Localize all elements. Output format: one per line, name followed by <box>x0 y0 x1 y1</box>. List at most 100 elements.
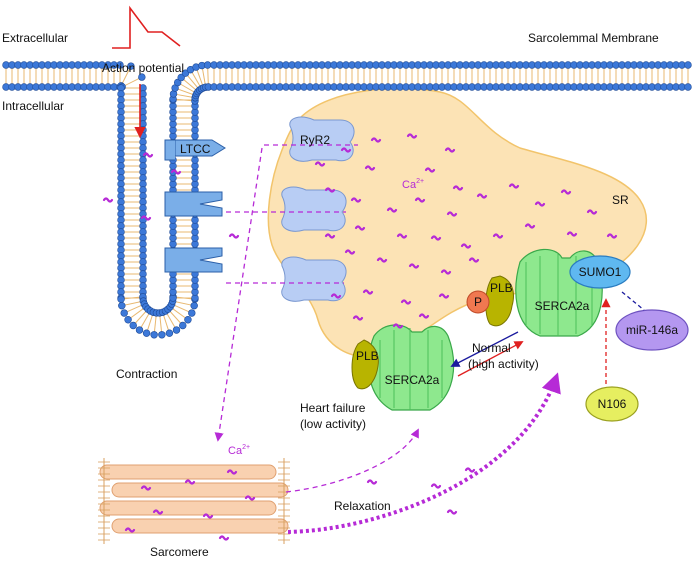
hf-to-normal-arrow <box>457 341 524 377</box>
lipid-tail <box>207 67 209 85</box>
calcium-ion <box>344 249 356 255</box>
sarcomere-filament <box>111 482 289 498</box>
calcium-ion <box>244 495 256 501</box>
calcium-ion <box>444 147 456 153</box>
calcium-ion <box>492 233 504 239</box>
calcium-ion <box>396 233 408 239</box>
action-potential-label: Action potential <box>102 61 184 75</box>
lipid-tail <box>175 98 193 102</box>
sumo1-protein <box>569 255 631 289</box>
lipid-head <box>120 309 128 317</box>
calcium-ion <box>140 215 152 221</box>
n106-label: N106 <box>598 397 627 411</box>
serca2a-left-label: SERCA2a <box>385 373 440 387</box>
lipid-tail <box>130 308 144 319</box>
lipid-head <box>117 295 125 303</box>
lipid-head <box>158 331 166 339</box>
calcium-ion <box>508 183 520 189</box>
calcium-ion <box>392 323 404 329</box>
sumo1-label: SUMO1 <box>579 265 622 279</box>
lipid-head <box>203 61 212 69</box>
calcium-ion <box>524 223 536 229</box>
lipid-tail <box>124 77 140 87</box>
normal-activity-label: (high activity) <box>468 357 539 371</box>
calcium-ion <box>414 197 426 203</box>
calcium-ion <box>202 513 214 519</box>
calcium-ion <box>140 485 152 491</box>
lipid-tail <box>153 315 157 332</box>
ltcc-channel <box>164 247 223 273</box>
calcium-ion <box>354 225 366 231</box>
sarcomere-filament <box>99 500 277 516</box>
calcium-ions <box>102 133 618 541</box>
lipid-head <box>173 78 182 87</box>
sr-label: SR <box>612 193 629 207</box>
calcium-ion <box>438 293 450 299</box>
calcium-ion <box>350 197 362 203</box>
lipid-head <box>172 326 181 334</box>
lipid-tail <box>196 69 203 86</box>
calcium-ion <box>364 165 376 171</box>
calcium-ion <box>408 263 420 269</box>
lipid-head <box>181 69 190 77</box>
ltcc-channel <box>164 139 226 161</box>
calcium-ion <box>370 137 382 143</box>
relaxation-arrow-hf <box>285 428 419 493</box>
plb-right-label: PLB <box>490 281 513 295</box>
lipid-head <box>188 309 196 317</box>
lipid-head <box>179 321 187 330</box>
calcium-ion <box>142 152 154 158</box>
lipid-tail <box>191 72 201 87</box>
lipid-tail <box>134 311 147 324</box>
lipid-head <box>116 61 124 69</box>
lipid-tail <box>123 296 141 300</box>
calcium-ion <box>386 207 398 213</box>
lipid-tail <box>183 79 197 91</box>
calcium-ion <box>430 483 442 489</box>
plb-protein-left <box>351 339 379 390</box>
calcium-ion <box>560 189 572 195</box>
lipid-head <box>129 321 137 330</box>
lipid-tail <box>187 75 199 89</box>
lipid-head <box>684 83 692 91</box>
mir-146a-ellipse <box>615 309 689 351</box>
lipid-tails <box>5 67 689 332</box>
calcium-ion <box>330 293 342 299</box>
calcium-ion <box>586 209 598 215</box>
lipid-tail <box>177 88 194 95</box>
calcium-ion <box>352 315 364 321</box>
lipid-tail <box>166 313 176 328</box>
lipid-head <box>184 316 192 324</box>
sarcolemmal-membrane-bilayer <box>2 61 692 339</box>
lipid-tail <box>175 301 192 306</box>
calcium-ion <box>324 233 336 239</box>
relaxation-label: Relaxation <box>334 499 391 513</box>
serca2a-right-label: SERCA2a <box>535 299 590 313</box>
extracellular-label: Extracellular <box>2 31 68 45</box>
lipid-head <box>135 326 144 334</box>
lipid-tail <box>174 304 190 313</box>
ltcc-ryr2-coupling <box>226 144 358 284</box>
ryr2-receptor <box>281 186 347 232</box>
calcium-ion <box>476 193 488 199</box>
lipid-head <box>127 62 135 70</box>
mir-146a-label: miR-146a <box>626 323 678 337</box>
lipid-tail <box>124 301 141 306</box>
ryr2-receptor <box>281 256 347 302</box>
plb-left-label: PLB <box>356 349 379 363</box>
ryr2-label: RyR2 <box>300 133 330 147</box>
mir-146a-inhibition-line <box>621 291 645 311</box>
calcium-ion <box>430 235 442 241</box>
lipid-tail <box>140 313 150 328</box>
sarcomere <box>98 458 290 544</box>
calcium-ion <box>464 467 476 473</box>
normal-label: Normal <box>472 341 511 355</box>
calcium-ion <box>226 469 238 475</box>
phosphorylation-to-hf-arrow <box>450 331 519 367</box>
calcium-ion <box>460 243 472 249</box>
n106-ellipse <box>585 386 639 422</box>
heart-failure-label: Heart failure <box>300 401 366 415</box>
calcium-ion <box>314 161 326 167</box>
